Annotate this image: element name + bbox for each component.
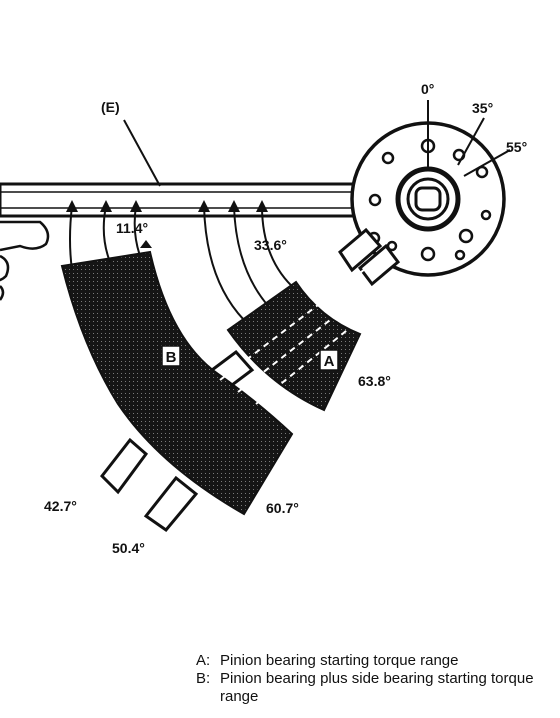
legend-item-a: A: Pinion bearing starting torque range xyxy=(196,652,556,670)
angle-label-63-8: 63.8° xyxy=(358,373,391,389)
label-e-leader xyxy=(123,119,161,187)
zone-b-band xyxy=(60,250,294,516)
angle-label-50-4: 50.4° xyxy=(112,540,145,556)
wrench-handle xyxy=(0,220,50,301)
angle-label-11-4: 11.4° xyxy=(116,220,148,236)
zone-b-letter: B xyxy=(166,349,177,366)
wrench-bar xyxy=(0,182,382,218)
indicator-arrowheads xyxy=(66,200,268,248)
label-e: (E) xyxy=(101,99,120,115)
zone-b-box xyxy=(161,345,181,367)
zone-a-letter: A xyxy=(324,353,335,370)
angle-label-0: 0° xyxy=(421,81,434,97)
legend-key-b: B: xyxy=(196,670,211,687)
legend-key-a: A: xyxy=(196,652,211,669)
legend: A: Pinion bearing starting torque range … xyxy=(196,652,556,706)
angle-label-35: 35° xyxy=(472,100,493,116)
zone-a-box xyxy=(319,349,339,371)
angle-label-60-7: 60.7° xyxy=(266,500,299,516)
zone-a-band xyxy=(226,280,362,412)
zone-b-stems xyxy=(100,437,199,533)
legend-item-b: B: Pinion bearing plus side bearing star… xyxy=(196,670,556,706)
angle-label-55: 55° xyxy=(506,139,527,155)
angle-label-33-6: 33.6° xyxy=(254,237,287,253)
legend-text-b: Pinion bearing plus side bearing startin… xyxy=(220,670,534,705)
flange-disc xyxy=(350,100,511,277)
projection-lines xyxy=(219,255,405,405)
legend-text-a: Pinion bearing starting torque range xyxy=(220,652,459,669)
angle-label-42-7: 42.7° xyxy=(44,498,77,514)
